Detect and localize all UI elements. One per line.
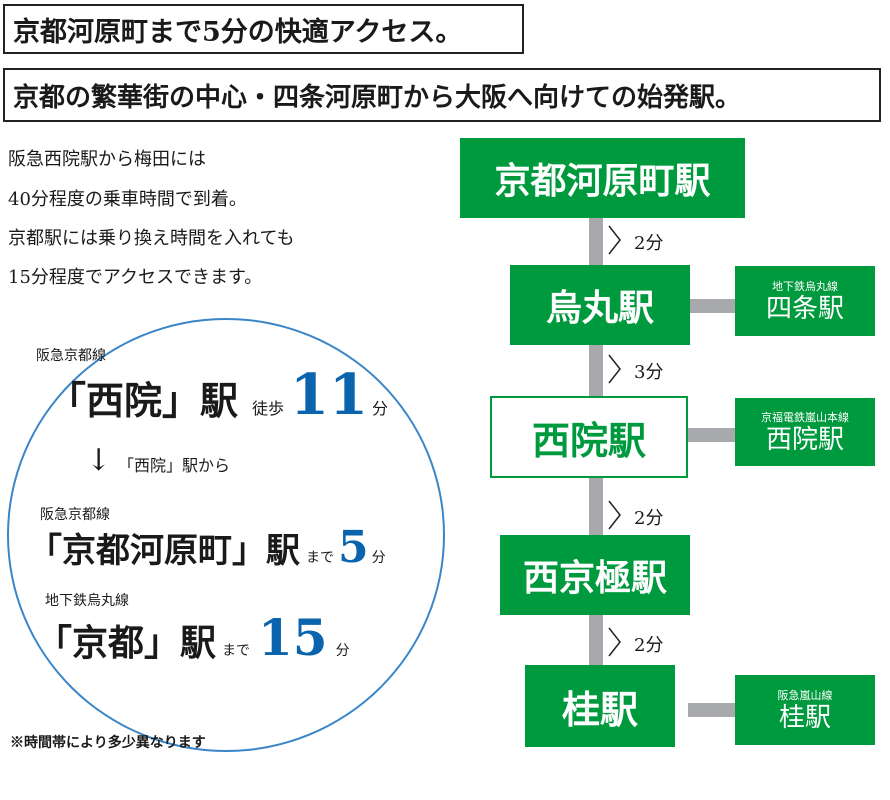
- station-kawaramachi: 「京都河原町」駅: [28, 531, 300, 571]
- line-label: 地下鉄烏丸線: [45, 593, 129, 609]
- saiin-walk-row: 「西院」駅 徒歩 11 分: [48, 362, 388, 428]
- intro-line: 40分程度の乗車時間で到着。: [8, 189, 247, 210]
- station-karasuma: 烏丸駅: [510, 265, 690, 345]
- transfer-line-name: 地下鉄烏丸線: [772, 280, 838, 293]
- bracket-icon: [608, 354, 621, 384]
- transfer-shijo: 地下鉄烏丸線 四条駅: [735, 266, 875, 336]
- headline-1: 京都河原町まで5分の快適アクセス。: [3, 4, 524, 54]
- walk-minutes: 11: [290, 362, 368, 428]
- minute-unit: 分: [371, 550, 386, 566]
- route-line: [589, 218, 603, 266]
- transfer-line: [688, 703, 736, 717]
- intro-line: 15分程度でアクセスできます。: [8, 267, 263, 288]
- transfer-katsura: 阪急嵐山線 桂駅: [735, 675, 875, 745]
- minute-unit: 分: [335, 643, 350, 659]
- bracket-icon: [608, 627, 621, 657]
- kawaramachi-row: 「京都河原町」駅 まで 5 分: [28, 522, 386, 573]
- transfer-station-name: 四条駅: [765, 294, 844, 324]
- access-circle: [7, 318, 445, 752]
- kawaramachi-minutes: 5: [338, 522, 369, 573]
- station-katsura: 桂駅: [525, 665, 675, 747]
- transfer-line: [688, 428, 736, 442]
- transfer-station-name: 西院駅: [765, 425, 844, 455]
- station-saiin-highlight: 西院駅: [490, 396, 688, 478]
- made-label: まで: [306, 550, 334, 566]
- footnote: ※時間帯により多少異なります: [10, 735, 206, 751]
- transfer-line-name: 阪急嵐山線: [777, 689, 833, 702]
- transfer-station-name: 桂駅: [778, 703, 831, 733]
- travel-time: 2分: [634, 508, 664, 529]
- line-label: 阪急京都線: [40, 507, 110, 523]
- bracket-icon: [608, 500, 621, 530]
- kyoto-row: 「京都」駅 まで 15 分: [36, 608, 350, 667]
- route-line: [589, 478, 603, 536]
- transfer-line-name: 京福電鉄嵐山本線: [761, 411, 849, 424]
- intro-line: 阪急西院駅から梅田には: [8, 149, 206, 170]
- station-saiin: 「西院」駅: [48, 378, 239, 423]
- minute-unit: 分: [371, 399, 388, 418]
- headline-2: 京都の繁華街の中心・四条河原町から大阪へ向けての始発駅。: [3, 68, 881, 122]
- station-kyoto-kawaramachi: 京都河原町駅: [460, 138, 745, 218]
- travel-time: 3分: [634, 362, 664, 383]
- station-kyoto: 「京都」駅: [36, 622, 217, 664]
- route-line: [589, 345, 603, 397]
- down-arrow-icon: ↓: [86, 443, 112, 478]
- bracket-icon: [608, 225, 621, 255]
- route-line: [589, 615, 603, 666]
- station-saikyogoku: 西京極駅: [500, 535, 690, 615]
- transfer-line: [688, 299, 736, 313]
- from-label: 「西院」駅から: [118, 456, 231, 475]
- line-label: 阪急京都線: [36, 348, 106, 364]
- transfer-randen-saiin: 京福電鉄嵐山本線 西院駅: [735, 398, 875, 466]
- walk-label: 徒歩: [252, 399, 285, 418]
- intro-line: 京都駅には乗り換え時間を入れても: [8, 228, 295, 249]
- kyoto-minutes: 15: [258, 608, 328, 667]
- travel-time: 2分: [634, 635, 664, 656]
- travel-time: 2分: [634, 233, 664, 254]
- made-label: まで: [222, 643, 251, 659]
